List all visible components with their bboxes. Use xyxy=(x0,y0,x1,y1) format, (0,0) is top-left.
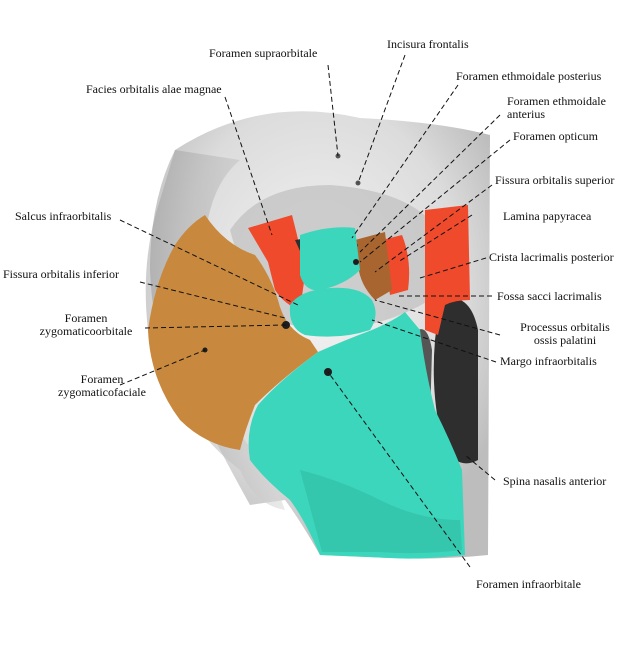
label-foramen-zygomaticofaciale: Foramen zygomaticofaciale xyxy=(47,373,157,399)
label-foramen-zygomaticofaciale-line1: Foramen xyxy=(80,372,124,386)
label-fissura-orbitalis-inferior: Fissura orbitalis inferior xyxy=(3,267,119,281)
leader-incisura-frontalis xyxy=(357,54,406,184)
label-foramen-supraorbitale: Foramen supraorbitale xyxy=(209,46,318,60)
label-processus-orbitalis-line2: ossis palatini xyxy=(533,333,597,347)
maxilla-orbital-floor xyxy=(300,227,360,291)
label-foramen-zygomaticoorbitale-line1: Foramen xyxy=(64,311,108,325)
label-foramen-ethmoidale-posterius: Foramen ethmoidale posterius xyxy=(456,69,602,83)
foramen-opticum-dot xyxy=(353,259,359,265)
nasal-cavity-shadow xyxy=(433,298,478,464)
label-salcus-infraorbitalis: Salcus infraorbitalis xyxy=(15,209,112,223)
leader-margo-infraorbitalis xyxy=(371,319,497,363)
label-margo-infraorbitalis: Margo infraorbitalis xyxy=(500,354,597,368)
leader-foramen-infraorbitale xyxy=(327,371,471,568)
label-foramen-opticum: Foramen opticum xyxy=(513,129,598,143)
leader-fissura-orbitalis-superior xyxy=(374,184,493,273)
label-foramen-ethmoidale-anterius-line2: anterius xyxy=(507,107,545,121)
leader-fissura-orbitalis-inferior xyxy=(139,281,286,319)
label-processus-orbitalis-line1: Processus orbitalis xyxy=(520,320,610,334)
label-foramen-zygomaticoorbitale-line2: zygomaticoorbitale xyxy=(39,324,133,338)
label-fossa-sacci-lacrimalis: Fossa sacci lacrimalis xyxy=(497,289,602,303)
sphenoid-orbital-surface xyxy=(248,215,305,310)
label-processus-orbitalis: Processus orbitalis ossis palatini xyxy=(505,321,625,347)
label-foramen-ethmoidale-anterius: Foramen ethmoidale anterius xyxy=(507,95,606,121)
label-lamina-papyracea: Lamina papyracea xyxy=(503,209,592,223)
label-foramen-infraorbitale: Foramen infraorbitale xyxy=(476,577,581,591)
leader-lines xyxy=(119,54,511,568)
label-foramen-ethmoidale-anterius-line1: Foramen ethmoidale xyxy=(507,94,606,108)
leader-spina-nasalis xyxy=(464,454,496,481)
label-foramen-zygomaticoorbitale: Foramen zygomaticoorbitale xyxy=(31,312,141,338)
maxilla-orbital-plate xyxy=(289,287,376,337)
leader-foramen-zygomaticofaciale xyxy=(119,349,206,386)
leader-lamina-papyracea xyxy=(397,214,473,263)
foramen-zygomaticoorbitale-dot xyxy=(282,321,290,329)
leader-foramen-supraorbitale xyxy=(327,64,339,157)
leader-facies-orbitalis xyxy=(224,96,273,236)
leader-crista-lacrimalis xyxy=(419,257,487,279)
label-crista-lacrimalis-posterior: Crista lacrimalis posterior xyxy=(489,250,614,264)
leader-processus-orbitalis xyxy=(374,299,501,336)
maxilla-body xyxy=(248,312,465,559)
leader-foramen-opticum xyxy=(359,139,511,263)
label-spina-nasalis-anterior: Spina nasalis anterior xyxy=(503,474,607,488)
label-foramen-zygomaticofaciale-line2: zygomaticofaciale xyxy=(58,385,146,399)
maxilla-lower-shading xyxy=(300,470,462,554)
leader-foramen-ethmoidale-anterius xyxy=(359,114,501,253)
leader-salcus-infraorbitalis xyxy=(119,219,299,306)
palatine-orbital-process xyxy=(355,232,392,300)
label-facies-orbitalis: Facies orbitalis alae magnae xyxy=(86,82,222,96)
label-fissura-orbitalis-superior: Fissura orbitalis superior xyxy=(495,173,615,187)
zygomatic-bone xyxy=(148,215,318,450)
leader-foramen-ethmoidale-posterius xyxy=(351,84,459,239)
label-incisura-frontalis: Incisura frontalis xyxy=(387,37,469,51)
